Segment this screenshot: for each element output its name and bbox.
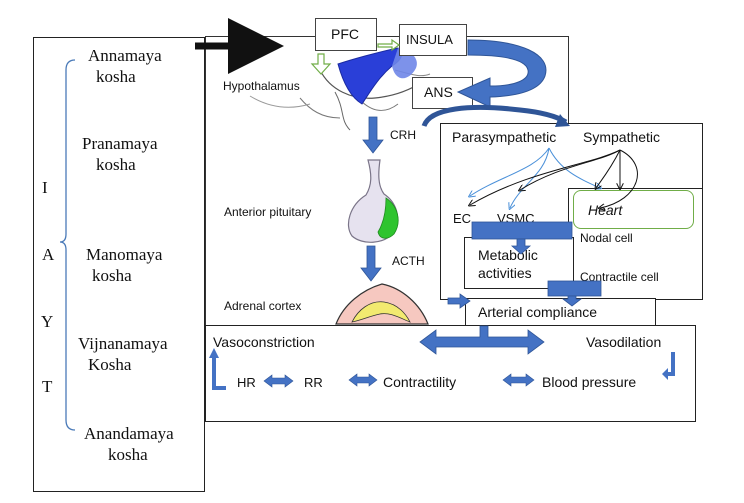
arterial-compliance-box xyxy=(465,298,656,326)
vasodilation-label: Vasodilation xyxy=(586,334,662,350)
parasympathetic-label: Parasympathetic xyxy=(452,129,557,145)
hypothalamus-label: Hypothalamus xyxy=(223,79,300,93)
vsmc-label: VSMC xyxy=(497,211,535,226)
anterior-pituitary-label: Anterior pituitary xyxy=(224,205,312,219)
pfc-label: PFC xyxy=(331,26,359,42)
contractility-label: Contractility xyxy=(383,374,457,390)
ans-label: ANS xyxy=(424,84,453,100)
acth-label: ACTH xyxy=(392,254,425,268)
iayt-letter-y: Y xyxy=(41,312,54,331)
iayt-letter-a: A xyxy=(42,245,55,264)
contractile-cell-label: Contractile cell xyxy=(580,270,659,284)
rr-label: RR xyxy=(304,375,323,390)
metabolic-activities-label: Metabolic activities xyxy=(478,247,538,281)
vasoconstriction-label: Vasoconstriction xyxy=(213,334,315,350)
blood-pressure-label: Blood pressure xyxy=(542,374,637,390)
ec-label: EC xyxy=(453,211,472,226)
hr-label: HR xyxy=(237,375,256,390)
arterial-compliance-label: Arterial compliance xyxy=(478,304,598,320)
iayt-letter-i: I xyxy=(42,178,48,197)
adrenal-cortex-label: Adrenal cortex xyxy=(224,299,302,313)
nodal-cell-label: Nodal cell xyxy=(580,231,633,245)
pfc-box xyxy=(315,18,377,51)
insula-box xyxy=(399,24,467,56)
iayt-letter-t: T xyxy=(42,377,53,396)
insula-label: INSULA xyxy=(406,32,453,47)
heart-label: Heart xyxy=(588,202,623,218)
sympathetic-label: Sympathetic xyxy=(583,129,661,145)
crh-label: CRH xyxy=(390,128,416,142)
